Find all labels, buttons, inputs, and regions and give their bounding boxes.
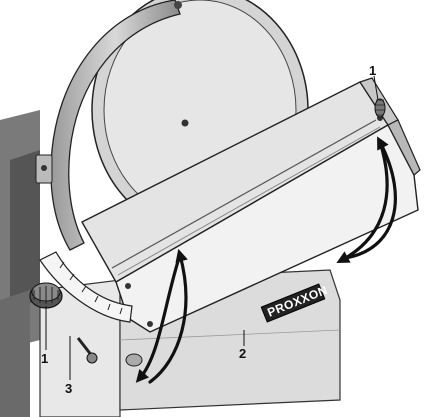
callout-2: 2 bbox=[239, 346, 247, 361]
callout-1-bottom: 1 bbox=[41, 351, 49, 366]
arrow-up-left bbox=[148, 248, 188, 384]
disc-center-screw bbox=[181, 119, 189, 127]
arrow-down-right bbox=[336, 140, 389, 264]
leader-1-top bbox=[373, 75, 379, 101]
callout-1-top: 1 bbox=[369, 63, 377, 78]
table-screw bbox=[125, 283, 131, 289]
leader-lines bbox=[45, 75, 379, 380]
pointer-screw bbox=[76, 337, 98, 364]
foot bbox=[125, 353, 143, 367]
callout-3: 3 bbox=[65, 381, 73, 396]
table-screw bbox=[147, 321, 153, 327]
motor-housing bbox=[0, 110, 40, 417]
worktable bbox=[81, 77, 421, 333]
arrow-up-right bbox=[343, 136, 397, 260]
disc-guard bbox=[35, 0, 182, 251]
arrow-down-left bbox=[135, 253, 182, 383]
tilt-scale bbox=[39, 251, 133, 323]
tilt-arrows bbox=[135, 136, 397, 384]
locking-knob-left bbox=[29, 282, 63, 309]
locking-knob-right bbox=[374, 98, 386, 118]
